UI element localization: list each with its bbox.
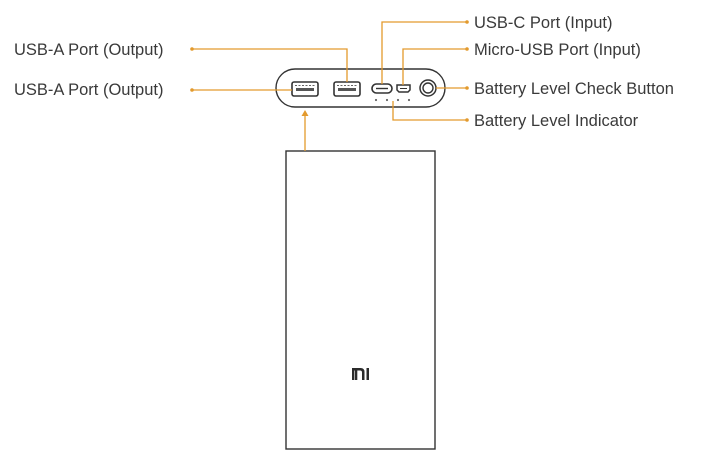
label-battery-indicator: Battery Level Indicator [474,112,639,130]
leader-usb-c [381,21,467,84]
battery-indicator-leds [374,98,411,102]
power-bank-front-view [285,150,436,450]
leader-indicator [392,101,467,121]
led-2 [385,98,389,102]
label-usb-c-input: USB-C Port (Input) [474,14,612,32]
label-battery-check-button: Battery Level Check Button [474,80,674,98]
led-4 [407,98,411,102]
label-usb-a-output-top: USB-A Port (Output) [14,41,163,59]
leader-usb-a-top [192,48,348,82]
led-3 [396,98,400,102]
front-view-body [285,150,436,450]
leader-indicator-dot [465,118,469,122]
usb-a-port-1-icon [291,81,319,97]
leader-micro-usb [402,48,467,85]
leader-usb-a-side-dot [190,88,194,92]
mi-logo-icon [352,368,369,380]
callout-labels: USB-A Port (Output) USB-A Port (Output) … [14,14,674,130]
leader-usb-a-top-dot [190,47,194,51]
power-bank-top-view [275,68,446,108]
leader-usb-c-dot [465,20,469,24]
micro-usb-port-icon [396,84,411,93]
leader-lines [190,20,469,151]
label-usb-a-output-side: USB-A Port (Output) [14,81,163,99]
leader-button-dot [465,86,469,90]
view-arrow-head [301,110,309,116]
led-1 [374,98,378,102]
leader-micro-usb-dot [465,47,469,51]
label-micro-usb-input: Micro-USB Port (Input) [474,41,641,59]
